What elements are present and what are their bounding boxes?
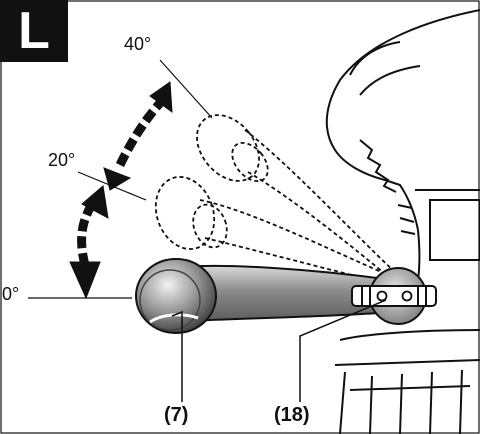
arrow-20-40-head-down (103, 167, 132, 191)
figure-badge-letter: L (18, 2, 50, 60)
ghost-bar-20-top (199, 199, 396, 279)
tool-body-outline (325, 9, 480, 434)
leader-18 (299, 299, 387, 402)
arrow-0-20-head-up (81, 185, 109, 219)
side-handle-0-degree (135, 258, 427, 334)
handle-knob-rim (139, 269, 201, 331)
angle-label-0: 0° (2, 284, 20, 304)
locking-lever (351, 285, 437, 307)
ghost-bar-40-bottom (247, 171, 396, 283)
leader-7 (171, 310, 183, 402)
knob-highlight (149, 313, 199, 324)
callout-18: (18) (274, 404, 310, 426)
forty-degree-line (159, 59, 213, 119)
callout-leaders (171, 299, 387, 402)
arrow-0-20-head-down (69, 261, 101, 300)
angle-label-40: 40° (124, 34, 152, 54)
lever-screw-left (376, 290, 388, 302)
ghost-knob-40-inner (231, 141, 269, 183)
ghost-knob-20-inner (192, 203, 228, 249)
lever-body (351, 285, 437, 307)
ghost-handle-positions (154, 114, 399, 286)
angle-label-20: 20° (48, 150, 76, 170)
lever-screw-right (401, 290, 413, 302)
figure-badge (0, 0, 68, 62)
arrow-20-40-head-up (149, 81, 173, 114)
ghost-knob-20 (154, 176, 216, 250)
angle-arrows (69, 81, 173, 300)
ghost-knob-40 (196, 114, 260, 182)
ghost-bar-40-top (244, 129, 399, 276)
callout-7: (7) (164, 404, 189, 426)
arrow-20-40-shaft (115, 100, 164, 167)
